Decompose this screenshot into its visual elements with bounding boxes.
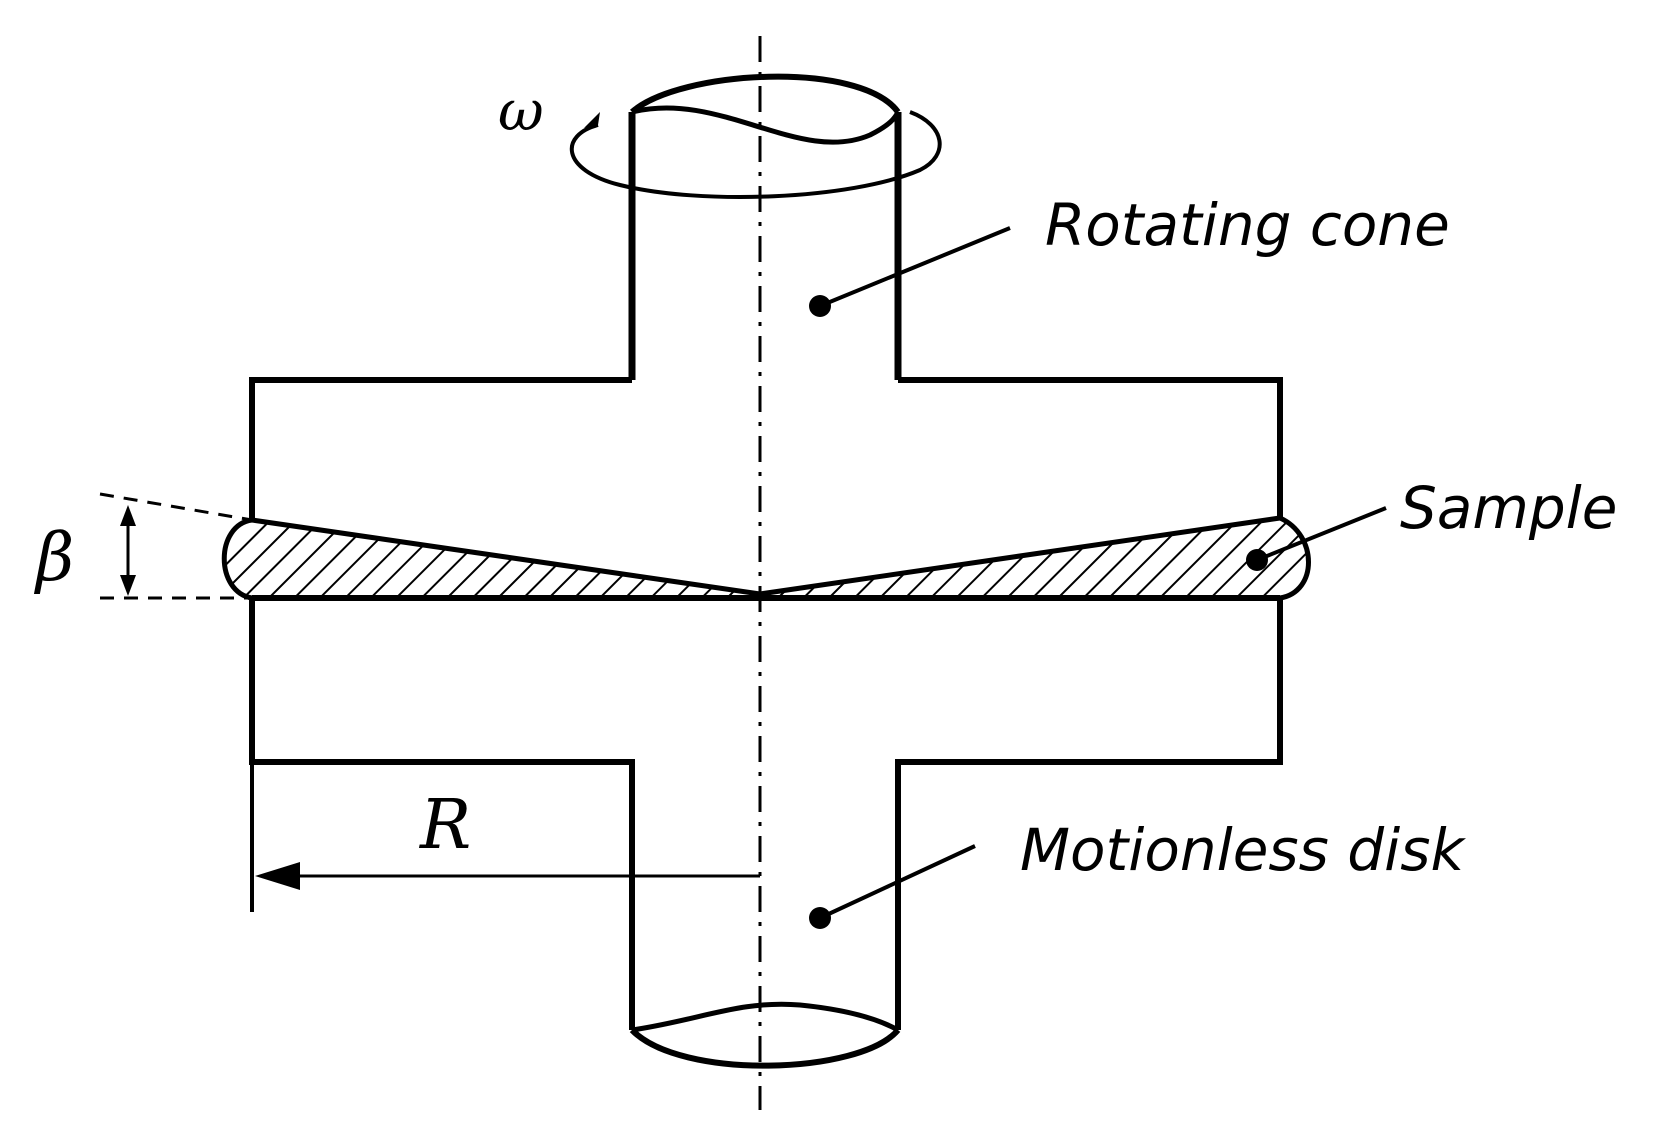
lower-shaft-bottom-ellipse (629, 1027, 901, 1069)
upper-shaft-break-curve (631, 105, 901, 145)
sample-label: Sample (1400, 474, 1617, 542)
upper-shaft-top-ellipse (630, 73, 901, 115)
radius-symbol: R (418, 786, 471, 865)
rotating-cone-label: Rotating cone (1045, 191, 1450, 259)
motionless-disk-leader (809, 844, 976, 929)
disk-body (249, 598, 1283, 1030)
rotating-cone-leader (809, 226, 1011, 317)
upper-shaft (628, 73, 902, 380)
beta-symbol: β (33, 519, 74, 596)
radius-dimension (250, 762, 760, 912)
motionless-disk-label: Motionless disk (1020, 816, 1466, 884)
lower-shaft-break-curve (631, 1001, 900, 1033)
sample-wedge (221, 515, 1311, 601)
beta-angle-dimension (99, 492, 253, 600)
sample-leader (1246, 506, 1387, 571)
omega-symbol: ω (498, 79, 544, 144)
cone-head (249, 377, 1283, 520)
rotation-arrow (569, 110, 942, 199)
